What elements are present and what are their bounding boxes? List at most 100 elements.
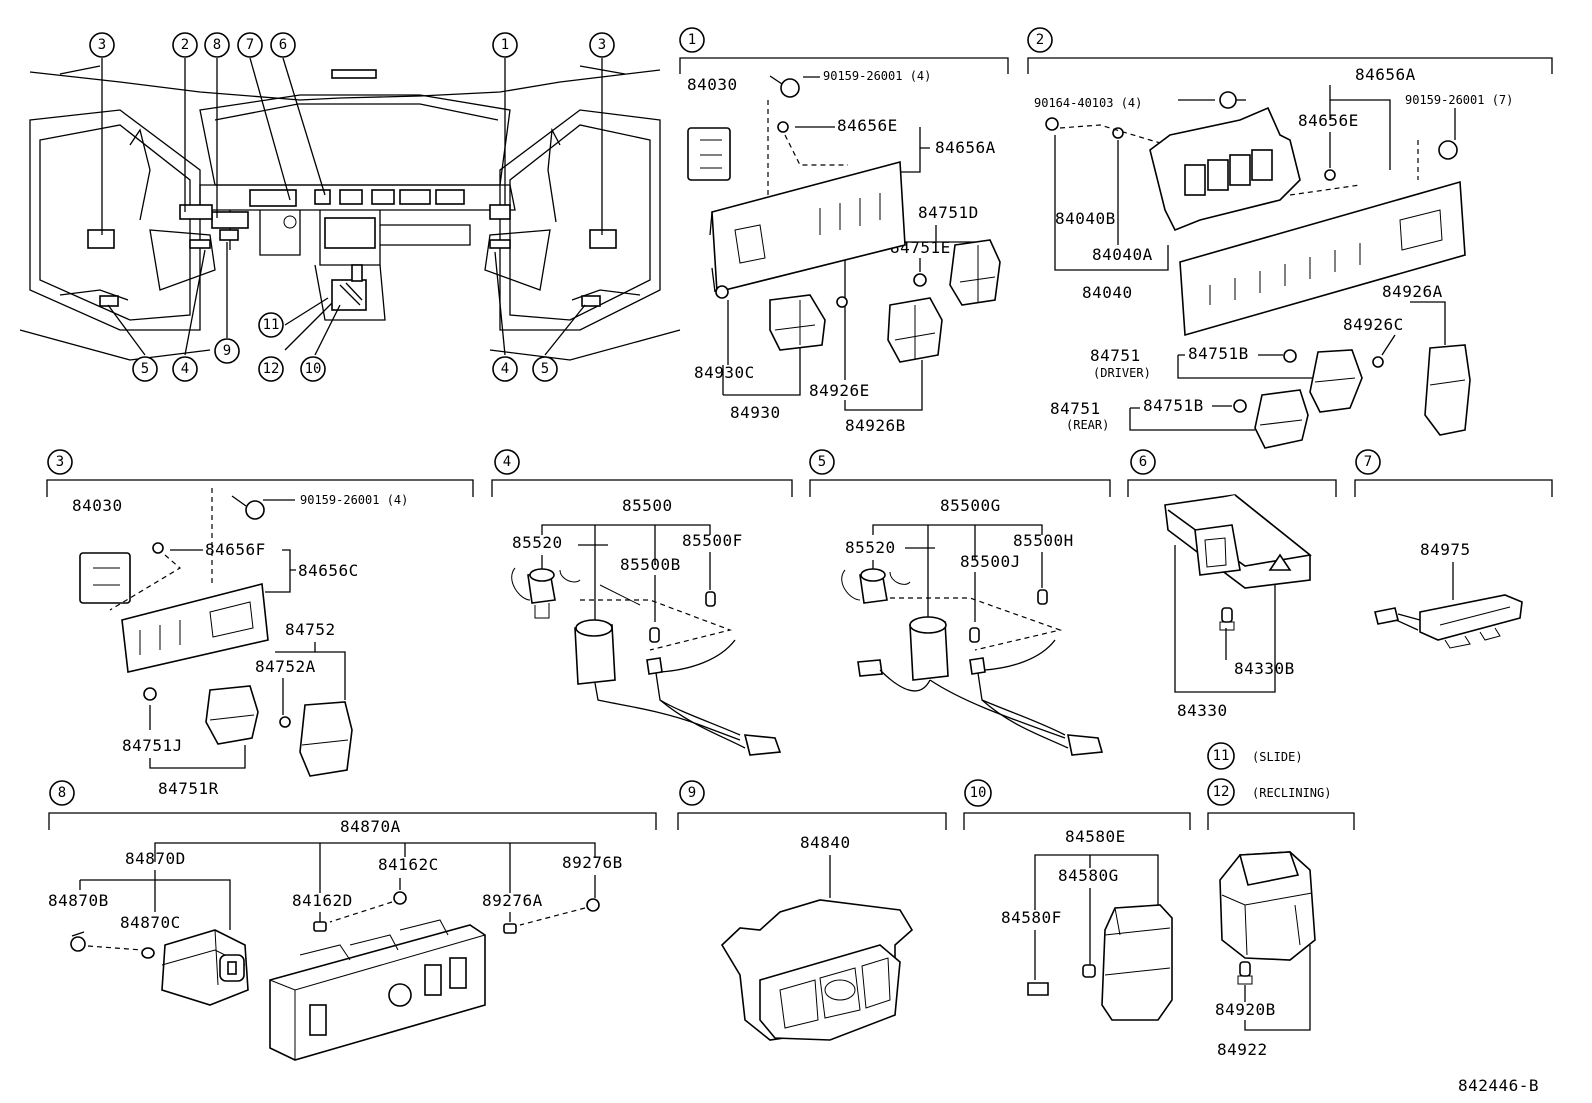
section-7: 7 84975 — [1354, 449, 1553, 649]
part-number: 84656F — [205, 540, 266, 559]
part-number: 84751 — [1090, 346, 1141, 365]
switch-84751D — [949, 239, 1001, 306]
part-number: 84840 — [800, 833, 851, 852]
part-number: 84926E — [809, 381, 870, 400]
part-number: 90164-40103 (4) — [1034, 96, 1142, 110]
switch-rocker — [1238, 851, 1300, 886]
bulb-84162D — [313, 921, 327, 932]
part-number: 84870C — [120, 913, 181, 932]
section-number: 3 — [56, 454, 64, 470]
dimmer-knob-face — [227, 961, 237, 975]
callout-10 — [300, 356, 326, 382]
section-marker — [1027, 27, 1053, 53]
part-number: 84580G — [1058, 866, 1119, 885]
clip-icon — [836, 296, 848, 308]
section-8: 8 84870A 84870D 84162C 89276B 84870B 841… — [48, 780, 657, 1061]
callout-4-right — [492, 356, 518, 382]
switch-84930 — [769, 294, 826, 351]
callout-4-left — [172, 356, 198, 382]
callout-6 — [270, 32, 296, 58]
clip-icon — [70, 936, 86, 952]
callout-12 — [258, 356, 284, 382]
side-note: (DRIVER) — [1093, 366, 1151, 380]
switch-84030 — [687, 127, 731, 181]
section-number: 6 — [1139, 454, 1147, 470]
bulb-85500H — [1037, 589, 1048, 605]
screw-icon — [1219, 91, 1237, 109]
switch-panel-84870A — [269, 924, 486, 1061]
part-number: 84926B — [845, 416, 906, 435]
clip-icon — [1283, 349, 1297, 363]
callout-label: 5 — [541, 361, 549, 377]
section-9: 9 84840 — [677, 780, 947, 1041]
part-number: 85500B — [620, 555, 681, 574]
lighter-knob-top — [860, 568, 886, 582]
bulb-84920B — [1239, 961, 1251, 977]
section-marker — [49, 780, 75, 806]
part-number: 84751B — [1143, 396, 1204, 415]
part-number: 84975 — [1420, 540, 1471, 559]
callout-label: 10 — [305, 361, 322, 377]
clip-icon — [715, 285, 729, 299]
part-number: 85500J — [960, 552, 1021, 571]
switch-84580E — [1101, 904, 1173, 1021]
switch-84751-rear — [1254, 389, 1309, 449]
callout-3-right — [589, 32, 615, 58]
section-marker — [679, 27, 705, 53]
section-11-12: 11 (SLIDE) 12 (RECLINING) 84920B 84922 — [1207, 742, 1355, 1059]
section-marker — [964, 779, 992, 807]
clip-icon — [1045, 117, 1059, 131]
part-number: 84751J — [122, 736, 183, 755]
section-marker — [809, 449, 835, 475]
side-note: (REAR) — [1066, 418, 1109, 432]
part-number: 84162D — [292, 891, 353, 910]
section-2: 2 84656A 90164-40103 (4) 90159-26001 (7)… — [1027, 27, 1553, 449]
part-number: 84870B — [48, 891, 109, 910]
part-number: 84656E — [837, 116, 898, 135]
section-marker — [47, 449, 73, 475]
connector-plug — [743, 734, 782, 756]
callout-label: 6 — [279, 37, 287, 53]
section-marker — [1207, 742, 1235, 770]
part-number: 85500F — [682, 531, 743, 550]
bulb-socket — [646, 657, 663, 675]
callout-label: 3 — [598, 37, 606, 53]
overview-callouts: 3 2 8 7 6 5 4 9 11 12 10 1 3 4 5 — [89, 32, 615, 382]
section-note: (RECLINING) — [1252, 786, 1331, 800]
callout-label: 5 — [141, 361, 149, 377]
bulb-84330B — [1221, 607, 1233, 623]
vent-face — [759, 944, 901, 1041]
panel-knob — [388, 983, 412, 1007]
switch-84751R — [205, 685, 259, 745]
section-3: 3 84030 90159-26001 (4) 84656F 84656C 84… — [46, 449, 474, 798]
screw-icon — [1438, 140, 1458, 160]
part-number: 84030 — [687, 75, 738, 94]
section-number: 4 — [503, 454, 511, 470]
part-number: 84752A — [255, 657, 316, 676]
lighter-knob-top — [529, 568, 555, 582]
callout-label: 12 — [263, 361, 280, 377]
section-marker — [679, 780, 705, 806]
clip-icon — [152, 542, 164, 554]
clip-icon — [279, 716, 291, 728]
callout-label: 8 — [213, 37, 221, 53]
part-number: 84926C — [1343, 315, 1404, 334]
section-1: 1 84030 90159-26001 (4) 84656E 84656A 84… — [679, 27, 1009, 435]
switch-84751-driver — [1309, 349, 1363, 413]
part-number: 90159-26001 (4) — [300, 493, 408, 507]
clip-icon — [393, 891, 407, 905]
callout-label: 4 — [501, 361, 509, 377]
section-4: 4 85500 85520 85500F 85500B — [491, 449, 793, 756]
part-number: 84580F — [1001, 908, 1062, 927]
part-number: 85500G — [940, 496, 1001, 515]
callout-11 — [258, 312, 284, 338]
screw-icon — [780, 78, 800, 98]
hazard-triangle-icon — [1268, 553, 1292, 571]
panel-button — [309, 1004, 327, 1036]
callout-label: 7 — [246, 37, 254, 53]
panel-button — [424, 964, 442, 996]
section-10: 10 84580E 84580G 84580F — [963, 779, 1191, 1021]
bulb-85500B — [649, 627, 660, 643]
screw-icon — [245, 500, 265, 520]
callout-label: 4 — [181, 361, 189, 377]
